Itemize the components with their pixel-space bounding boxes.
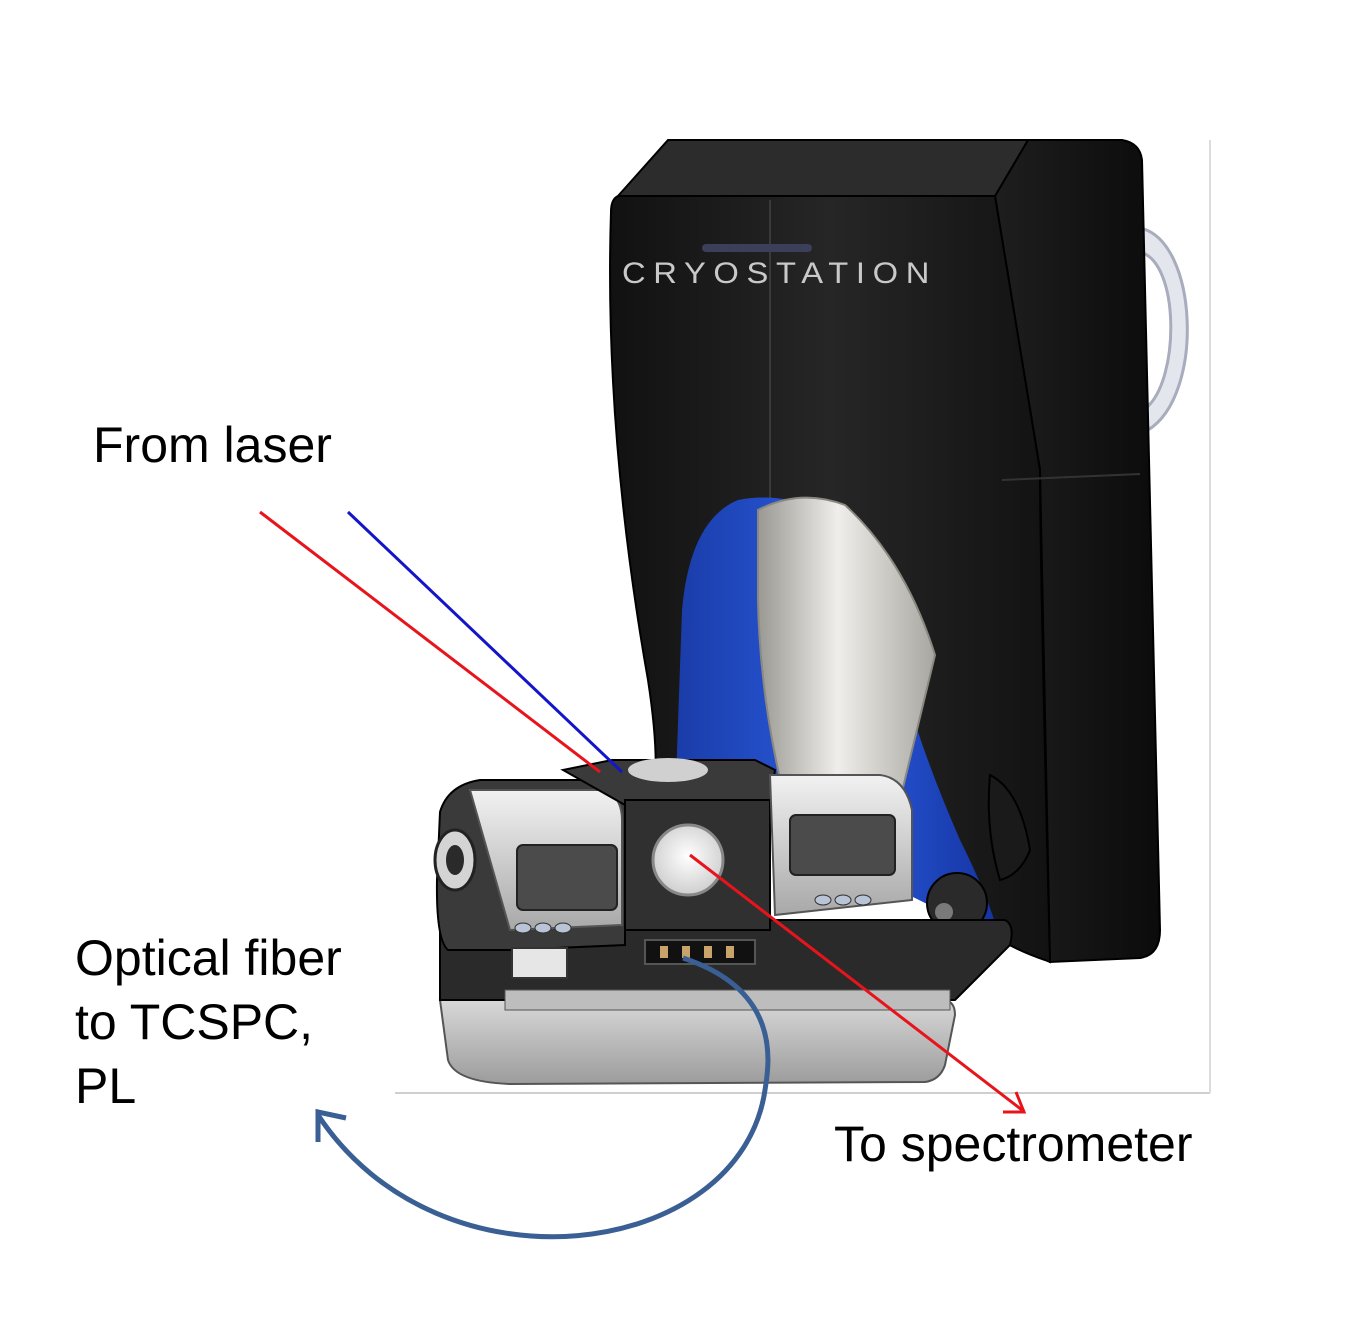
base-plate bbox=[438, 999, 957, 1086]
to-spectrometer-label: To spectrometer bbox=[834, 1116, 1193, 1172]
optical-fiber-line-2: to TCSPC, bbox=[75, 994, 314, 1050]
cryostation-tower: CRYOSTATION bbox=[609, 139, 1189, 964]
optical-window bbox=[651, 823, 725, 897]
brand-logo: CRYOSTATION bbox=[622, 257, 937, 290]
optical-fiber-line-1: Optical fiber bbox=[75, 930, 342, 986]
sample-chamber bbox=[433, 758, 1013, 1086]
led-strip bbox=[702, 244, 812, 252]
cold-head bbox=[757, 496, 937, 801]
laser-beam-red bbox=[259, 510, 601, 774]
spectrometer-arrow bbox=[689, 853, 1027, 1114]
from-laser-label: From laser bbox=[93, 417, 332, 473]
laser-beam-blue bbox=[346, 510, 624, 774]
optical-fiber-line-3: PL bbox=[75, 1058, 137, 1114]
fiber-path-arrow bbox=[315, 955, 771, 1240]
optical-fiber-label: Optical fiber to TCSPC, PL bbox=[75, 926, 415, 1118]
